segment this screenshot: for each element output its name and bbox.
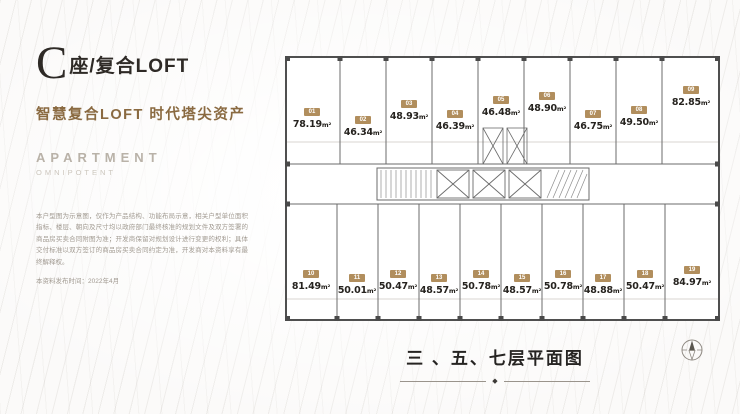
subtitle: 智慧复合LOFT 时代塔尖资产 xyxy=(36,107,246,123)
unit-label: 06 48.90m² xyxy=(525,84,569,114)
english-title: APARTMENT xyxy=(36,150,162,165)
unit-number-badge: 05 xyxy=(493,96,509,104)
unit-area: 48.93m² xyxy=(389,111,429,122)
unit-label: 13 48.57m² xyxy=(417,266,461,296)
unit-number-badge: 09 xyxy=(683,86,699,94)
unit-area: 48.57m² xyxy=(419,285,459,296)
unit-area: 48.57m² xyxy=(502,285,542,296)
footer: 三 、五、七层平面图 ◆ xyxy=(270,344,720,385)
unit-number-badge: 07 xyxy=(585,110,601,118)
unit-number-badge: 12 xyxy=(390,270,406,278)
compass-icon xyxy=(678,336,706,369)
unit-label: 01 78.19m² xyxy=(290,100,334,130)
unit-area: 50.78m² xyxy=(543,281,583,292)
unit-area: 84.97m² xyxy=(672,277,712,288)
unit-area: 78.19m² xyxy=(292,119,332,130)
unit-label: 09 82.85m² xyxy=(669,78,713,108)
unit-label: 14 50.78m² xyxy=(459,262,503,292)
unit-area: 50.78m² xyxy=(461,281,501,292)
unit-label: 03 48.93m² xyxy=(387,92,431,122)
unit-label: 17 48.88m² xyxy=(581,266,625,296)
floor-caption: 三 、五、七层平面图 xyxy=(406,349,584,368)
unit-number-badge: 14 xyxy=(473,270,489,278)
unit-area: 50.01m² xyxy=(337,285,377,296)
unit-number-badge: 03 xyxy=(401,100,417,108)
unit-number-badge: 02 xyxy=(355,116,371,124)
unit-area: 46.75m² xyxy=(573,121,613,132)
unit-label: 11 50.01m² xyxy=(335,266,379,296)
unit-area: 48.90m² xyxy=(527,103,567,114)
unit-label: 04 46.39m² xyxy=(433,102,477,132)
unit-area: 50.47m² xyxy=(378,281,418,292)
unit-area: 46.48m² xyxy=(481,107,521,118)
unit-number-badge: 10 xyxy=(303,270,319,278)
unit-number-badge: 19 xyxy=(684,266,700,274)
publish-date: 本资料发布时间：2022年4月 xyxy=(36,277,120,285)
unit-number-badge: 01 xyxy=(304,108,320,116)
diamond-icon: ◆ xyxy=(492,378,498,385)
ornament-divider: ◆ xyxy=(270,378,720,385)
disclaimer-text: 本户型图为示意图，仅作为产品结构、功能布局示意，相关户型单位面积指标、楼层、朝向… xyxy=(36,213,248,266)
unit-number-badge: 08 xyxy=(631,106,647,114)
unit-area: 48.88m² xyxy=(583,285,623,296)
unit-number-badge: 04 xyxy=(447,110,463,118)
unit-label: 07 46.75m² xyxy=(571,102,615,132)
english-subtitle: OMNIPOTENT xyxy=(36,168,116,177)
title-rest: 座/复合LOFT xyxy=(69,56,190,77)
unit-number-badge: 06 xyxy=(539,92,555,100)
unit-area: 49.50m² xyxy=(619,117,659,128)
unit-number-badge: 11 xyxy=(349,274,365,282)
unit-area: 46.34m² xyxy=(343,127,383,138)
unit-label: 12 50.47m² xyxy=(376,262,420,292)
unit-label: 16 50.78m² xyxy=(541,262,585,292)
unit-label: 18 50.47m² xyxy=(623,262,667,292)
unit-area: 46.39m² xyxy=(435,121,475,132)
building-letter: C xyxy=(36,37,68,89)
unit-area: 82.85m² xyxy=(671,97,711,108)
unit-label: 05 46.48m² xyxy=(479,88,523,118)
unit-number-badge: 15 xyxy=(514,274,530,282)
unit-number-badge: 18 xyxy=(637,270,653,278)
unit-label: 02 46.34m² xyxy=(341,108,385,138)
unit-number-badge: 13 xyxy=(431,274,447,282)
unit-number-badge: 16 xyxy=(555,270,571,278)
unit-label: 15 48.57m² xyxy=(500,266,544,296)
unit-number-badge: 17 xyxy=(595,274,611,282)
unit-label: 19 84.97m² xyxy=(670,258,714,288)
unit-label: 10 81.49m² xyxy=(289,262,333,292)
unit-label: 08 49.50m² xyxy=(617,98,661,128)
unit-area: 81.49m² xyxy=(291,281,331,292)
unit-area: 50.47m² xyxy=(625,281,665,292)
